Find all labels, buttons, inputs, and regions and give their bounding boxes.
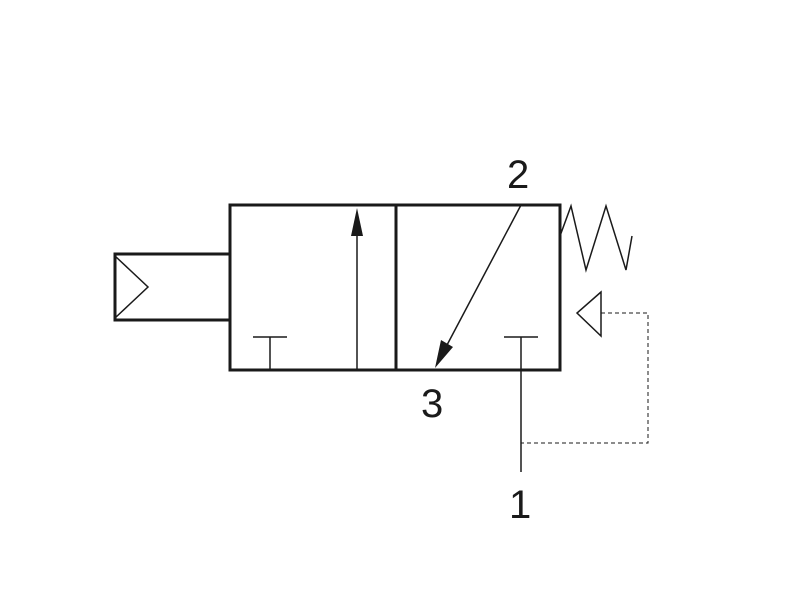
flow-arrow-up-icon bbox=[351, 208, 363, 370]
pilot-dashed-line bbox=[521, 312, 649, 444]
port-3-label: 3 bbox=[421, 382, 443, 426]
port-1-label: 1 bbox=[509, 483, 531, 527]
spring-return-icon bbox=[559, 203, 633, 273]
blocked-port-left-icon bbox=[253, 336, 287, 370]
valve-position-left bbox=[228, 203, 398, 372]
flow-arrow-diagonal-icon bbox=[435, 204, 522, 368]
solenoid-actuator-box bbox=[113, 252, 232, 322]
blocked-port-right-icon bbox=[504, 336, 538, 370]
port-2-label: 2 bbox=[507, 153, 529, 197]
pilot-triangle-icon bbox=[575, 290, 602, 338]
solenoid-chevron-icon bbox=[114, 255, 150, 319]
valve-position-right bbox=[394, 203, 562, 372]
